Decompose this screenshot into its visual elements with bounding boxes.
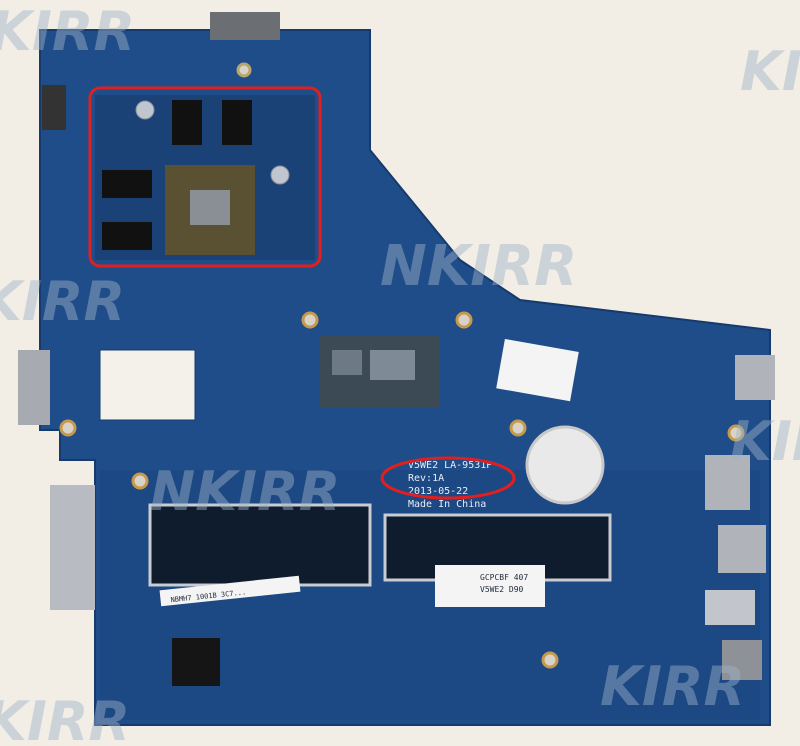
watermark-top-right: KIRR [740,40,800,103]
right-port-1 [735,355,775,400]
silk-line-1: V5WE2 LA-9531P [408,460,492,471]
capacitor-2 [270,165,290,185]
ec-chip [172,638,220,686]
audio-jack [722,640,762,680]
thermal-pad [496,338,579,402]
watermark-middle: NKIRR [380,234,577,299]
board-cutout [99,349,196,421]
vram-chip-4 [102,222,152,250]
gpu-highlight-box [88,86,322,268]
right-port-2 [705,455,750,510]
watermark-bottom-right: KIRR [600,655,745,718]
silk-line-4: Made In China [408,499,486,510]
watermark-center-left: NKIRR [150,460,340,523]
cpu-die [370,350,415,380]
power-connector [42,85,66,130]
vram-chip-3 [102,170,152,198]
cpu-die-2 [332,350,362,375]
top-connector [210,12,280,40]
silk-line-2: Rev:1A [408,473,444,484]
cmos-battery [525,425,605,505]
right-port-3 [718,525,766,573]
mounting-hole-2 [59,419,77,437]
mounting-hole-4 [455,311,473,329]
watermark-top-left: KIRR [0,0,135,63]
usb-port [705,590,755,625]
vram-chip-2 [222,100,252,145]
sticker-code-2: V5WE2 D90 [480,585,524,594]
mounting-hole-5 [509,419,527,437]
gpu-die [190,190,230,225]
sata-connector [50,485,95,610]
mounting-hole-7 [541,651,559,669]
mounting-hole-1 [236,62,252,78]
capacitor-1 [135,100,155,120]
left-connector-1 [18,350,50,425]
mounting-hole-6 [727,424,745,442]
vram-chip-1 [172,100,202,145]
sticker-code-1: GCPCBF 407 [480,573,528,582]
watermark-left: KIRR [0,270,125,333]
mounting-hole-3 [131,472,149,490]
barcode-label [159,575,301,607]
sticker-label [435,565,545,607]
mounting-hole-8 [301,311,319,329]
watermark-right: KIRR [730,410,800,473]
silk-text-highlight [380,456,516,500]
silk-line-3: 2013-05-22 [408,486,468,497]
watermark-bottom-left: KIRR [0,690,130,746]
